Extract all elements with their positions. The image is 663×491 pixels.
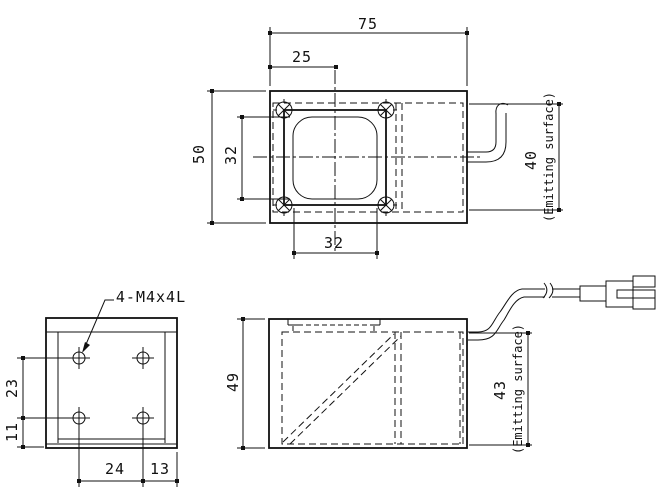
side-view-top-tab [287, 319, 381, 332]
emitting-surface-label-top: (Emitting surface) [542, 91, 556, 223]
dim-label-hole-spacing-h: 24 [104, 460, 126, 478]
back-view-dim-23-11 [17, 356, 71, 449]
dim-label-emitting-height-side: 43 [491, 379, 509, 401]
side-view-body-outline [268, 318, 468, 449]
top-view-dim-75 [268, 27, 469, 86]
dim-label-overall-width: 75 [357, 15, 379, 33]
dim-label-lens-width: 32 [323, 234, 345, 252]
top-view-hidden-mirror-edge [395, 103, 403, 212]
side-view-hidden-mirror-diagonal [282, 333, 402, 445]
dim-label-lens-height: 32 [222, 144, 240, 166]
tapped-hole-icon [68, 347, 154, 429]
top-view-dim-32-bottom [292, 208, 379, 259]
emitting-surface-label-side: (Emitting surface) [511, 323, 525, 455]
dim-label-lens-offset: 25 [291, 48, 313, 66]
back-view-dim-24-13 [77, 428, 179, 487]
screw-icon [273, 99, 397, 216]
thread-callout-leader [82, 299, 114, 353]
top-view-linework [207, 27, 563, 259]
side-view-dim-43 [469, 331, 532, 447]
dim-label-emitting-height-top: 40 [522, 149, 540, 171]
dim-label-side-height: 49 [224, 371, 242, 393]
back-view-inner-edges [46, 331, 177, 445]
cable-connector [579, 275, 656, 310]
back-view-body-outline [45, 317, 178, 449]
top-view-dim-50 [207, 89, 266, 225]
side-view-hidden-box [281, 331, 464, 445]
top-view-cable [467, 102, 509, 163]
top-view-dim-32-left [237, 115, 290, 201]
dim-label-hole-to-bottom: 11 [3, 421, 21, 443]
side-view-hidden-edges [394, 332, 461, 444]
side-view-linework [237, 275, 656, 450]
dim-label-hole-to-edge: 13 [149, 460, 171, 478]
dim-label-hole-spacing-v: 23 [3, 377, 21, 399]
dim-label-overall-height: 50 [190, 143, 208, 165]
side-view-dim-49 [237, 317, 265, 450]
side-view-cable [468, 282, 580, 341]
top-view-dim-25 [268, 65, 338, 69]
back-view-linework [17, 299, 179, 487]
top-view-dim-40 [469, 102, 563, 212]
thread-callout-label: 4-M4x4L [115, 288, 187, 306]
